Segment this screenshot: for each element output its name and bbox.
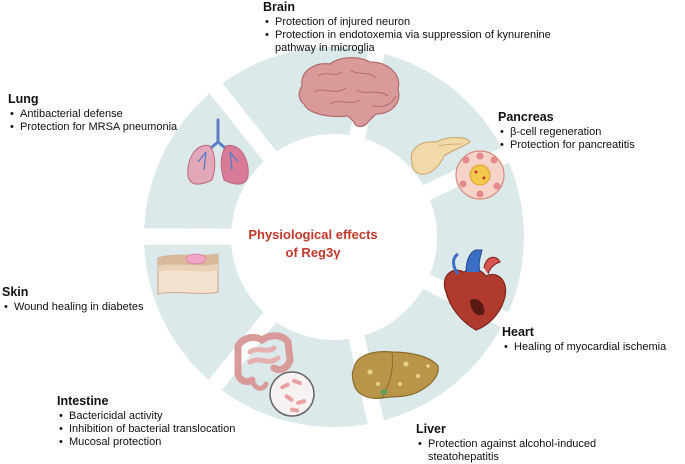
heart-icon — [443, 249, 507, 331]
brain-effect-item: Protection in endotoxemia via suppressio… — [263, 29, 553, 55]
skin-label-block: Skin Wound healing in diabetes — [2, 285, 182, 314]
liver-title: Liver — [416, 422, 446, 436]
pancreas-title: Pancreas — [498, 110, 554, 124]
brain-icon — [298, 57, 400, 128]
liver-effect-item: Protection against alcohol-induced steat… — [416, 438, 631, 464]
center-title-line2: of Reg3γ — [285, 245, 341, 260]
pancreas-effect-item: β-cell regeneration — [498, 126, 678, 139]
heart-title: Heart — [502, 325, 534, 339]
skin-icon — [157, 253, 219, 295]
liver-effects-list: Protection against alcohol-induced steat… — [416, 438, 631, 464]
lungs-icon — [187, 118, 249, 185]
skin-title: Skin — [2, 285, 29, 299]
intestine-effect-item: Bactericidal activity — [57, 410, 282, 423]
lung-title: Lung — [8, 92, 39, 106]
lung-effect-item: Protection for MRSA pneumonia — [8, 121, 188, 134]
lung-effects-list: Antibacterial defense Protection for MRS… — [8, 108, 188, 134]
pancreas-label-block: Pancreas β-cell regeneration Protection … — [498, 110, 678, 152]
intestine-icon — [234, 332, 315, 417]
pancreas-icon — [410, 137, 505, 200]
heart-effect-item: Healing of myocardial ischemia — [502, 341, 684, 354]
liver-icon — [351, 351, 439, 399]
brain-effects-list: Protection of injured neuron Protection … — [263, 16, 553, 55]
pancreas-effect-item: Protection for pancreatitis — [498, 139, 678, 152]
lung-effect-item: Antibacterial defense — [8, 108, 188, 121]
intestine-effects-list: Bactericidal activity Inhibition of bact… — [57, 410, 282, 449]
skin-effects-list: Wound healing in diabetes — [2, 301, 182, 314]
lung-label-block: Lung Antibacterial defense Protection fo… — [8, 92, 188, 134]
center-title-line1: Physiological effects — [248, 227, 378, 242]
brain-label-block: Brain Protection of injured neuron Prote… — [263, 0, 553, 55]
brain-title: Brain — [263, 0, 295, 14]
center-title: Physiological effects of Reg3γ — [248, 226, 378, 262]
liver-label-block: Liver Protection against alcohol-induced… — [416, 422, 631, 464]
intestine-label-block: Intestine Bactericidal activity Inhibiti… — [57, 394, 282, 449]
pancreas-effects-list: β-cell regeneration Protection for pancr… — [498, 126, 678, 152]
intestine-effect-item: Mucosal protection — [57, 436, 282, 449]
intestine-title: Intestine — [57, 394, 109, 408]
intestine-effect-item: Inhibition of bacterial translocation — [57, 423, 282, 436]
skin-effect-item: Wound healing in diabetes — [2, 301, 182, 314]
heart-label-block: Heart Healing of myocardial ischemia — [502, 325, 684, 354]
brain-effect-item: Protection of injured neuron — [263, 16, 553, 29]
heart-effects-list: Healing of myocardial ischemia — [502, 341, 684, 354]
